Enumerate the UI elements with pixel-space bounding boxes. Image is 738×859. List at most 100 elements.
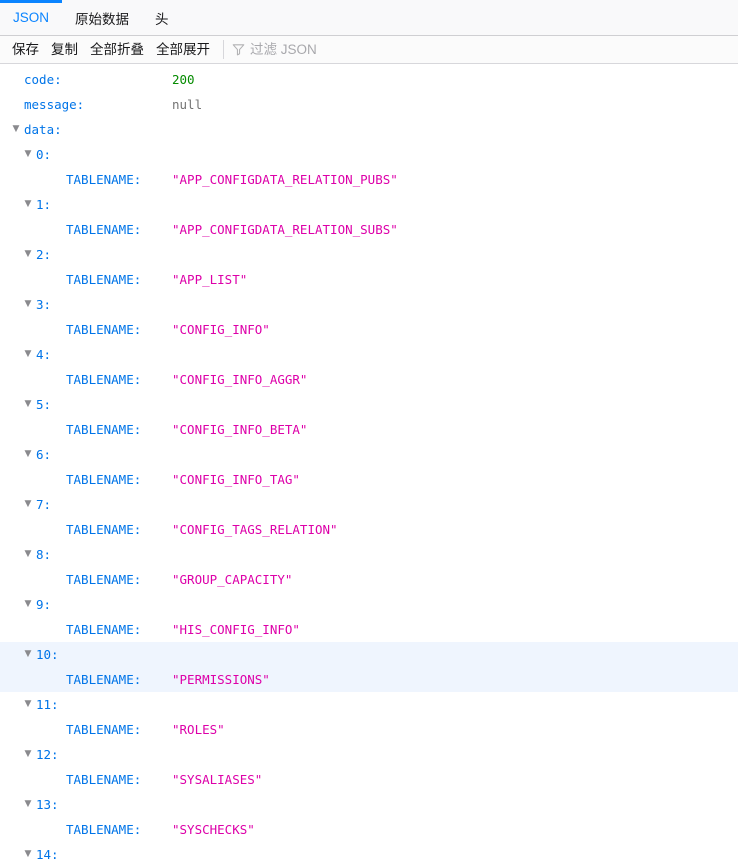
json-row-tablename-4[interactable]: TABLENAME: "CONFIG_INFO_AGGR" xyxy=(0,367,738,392)
json-row-tablename-7[interactable]: TABLENAME: "CONFIG_TAGS_RELATION" xyxy=(0,517,738,542)
json-row-tablename-0[interactable]: TABLENAME: "APP_CONFIGDATA_RELATION_PUBS… xyxy=(0,167,738,192)
json-key-tablename: TABLENAME: xyxy=(66,622,142,637)
chevron-down-icon[interactable]: ▼ xyxy=(24,499,32,509)
json-key-tablename: TABLENAME: xyxy=(66,422,142,437)
json-value-tablename: "APP_CONFIGDATA_RELATION_SUBS" xyxy=(172,222,398,237)
json-row-index-1[interactable]: ▼ 1: xyxy=(0,192,738,217)
json-row-tablename-1[interactable]: TABLENAME: "APP_CONFIGDATA_RELATION_SUBS… xyxy=(0,217,738,242)
json-key-tablename: TABLENAME: xyxy=(66,522,142,537)
json-row-index-9[interactable]: ▼ 9: xyxy=(0,592,738,617)
tab-raw-data-label: 原始数据 xyxy=(75,11,130,27)
chevron-down-icon[interactable]: ▼ xyxy=(24,249,32,259)
json-key-tablename: TABLENAME: xyxy=(66,772,142,787)
tab-json-label: JSON xyxy=(13,10,50,25)
expand-all-button[interactable]: 全部展开 xyxy=(150,40,216,60)
chevron-down-icon[interactable]: ▼ xyxy=(24,349,32,359)
json-key-array-index: 3: xyxy=(36,297,52,312)
chevron-down-icon[interactable]: ▼ xyxy=(12,124,20,134)
json-row-index-14[interactable]: ▼ 14: xyxy=(0,842,738,859)
chevron-down-icon[interactable]: ▼ xyxy=(24,299,32,309)
json-key-array-index: 4: xyxy=(36,347,52,362)
json-row-tablename-11[interactable]: TABLENAME: "ROLES" xyxy=(0,717,738,742)
json-row-index-12[interactable]: ▼ 12: xyxy=(0,742,738,767)
json-row-tablename-2[interactable]: TABLENAME: "APP_LIST" xyxy=(0,267,738,292)
chevron-down-icon[interactable]: ▼ xyxy=(24,799,32,809)
json-key-array-index: 0: xyxy=(36,147,52,162)
json-row-index-0[interactable]: ▼ 0: xyxy=(0,142,738,167)
json-key-array-index: 12: xyxy=(36,747,59,762)
save-button[interactable]: 保存 xyxy=(6,40,45,60)
chevron-down-icon[interactable]: ▼ xyxy=(24,449,32,459)
tab-raw-data[interactable]: 原始数据 xyxy=(62,0,142,35)
json-array-items: ▼ 0: TABLENAME: "APP_CONFIGDATA_RELATION… xyxy=(0,142,738,859)
tab-json[interactable]: JSON xyxy=(0,0,63,35)
filter-json-field[interactable] xyxy=(230,39,732,60)
json-value-tablename: "CONFIG_TAGS_RELATION" xyxy=(172,522,338,537)
json-value-tablename: "CONFIG_INFO_TAG" xyxy=(172,472,300,487)
collapse-all-button[interactable]: 全部折叠 xyxy=(84,40,150,60)
json-row-index-11[interactable]: ▼ 11: xyxy=(0,692,738,717)
json-row-tablename-8[interactable]: TABLENAME: "GROUP_CAPACITY" xyxy=(0,567,738,592)
chevron-down-icon[interactable]: ▼ xyxy=(24,399,32,409)
json-key-tablename: TABLENAME: xyxy=(66,372,142,387)
chevron-down-icon[interactable]: ▼ xyxy=(24,549,32,559)
json-value-tablename: "SYSCHECKS" xyxy=(172,822,255,837)
filter-json-input[interactable] xyxy=(250,39,732,60)
json-row-index-13[interactable]: ▼ 13: xyxy=(0,792,738,817)
json-row-index-6[interactable]: ▼ 6: xyxy=(0,442,738,467)
json-row-message[interactable]: message: null xyxy=(0,92,738,117)
json-value-tablename: "SYSALIASES" xyxy=(172,772,263,787)
json-row-index-2[interactable]: ▼ 2: xyxy=(0,242,738,267)
json-row-index-8[interactable]: ▼ 8: xyxy=(0,542,738,567)
json-key-message: message: xyxy=(24,97,85,112)
json-value-message: null xyxy=(172,97,203,112)
json-key-tablename: TABLENAME: xyxy=(66,172,142,187)
json-row-data[interactable]: ▼ data: xyxy=(0,117,738,142)
chevron-down-icon[interactable]: ▼ xyxy=(24,699,32,709)
json-row-tablename-12[interactable]: TABLENAME: "SYSALIASES" xyxy=(0,767,738,792)
json-value-tablename: "APP_LIST" xyxy=(172,272,248,287)
json-key-tablename: TABLENAME: xyxy=(66,472,142,487)
json-key-code: code: xyxy=(24,72,62,87)
json-row-tablename-13[interactable]: TABLENAME: "SYSCHECKS" xyxy=(0,817,738,842)
chevron-down-icon[interactable]: ▼ xyxy=(24,749,32,759)
json-row-tablename-3[interactable]: TABLENAME: "CONFIG_INFO" xyxy=(0,317,738,342)
filter-funnel-icon xyxy=(232,43,245,56)
copy-button[interactable]: 复制 xyxy=(45,40,84,60)
json-row-index-3[interactable]: ▼ 3: xyxy=(0,292,738,317)
chevron-down-icon[interactable]: ▼ xyxy=(24,599,32,609)
json-row-tablename-5[interactable]: TABLENAME: "CONFIG_INFO_BETA" xyxy=(0,417,738,442)
json-row-code[interactable]: code: 200 xyxy=(0,67,738,92)
json-key-tablename: TABLENAME: xyxy=(66,572,142,587)
json-row-index-7[interactable]: ▼ 7: xyxy=(0,492,738,517)
json-value-tablename: "APP_CONFIGDATA_RELATION_PUBS" xyxy=(172,172,398,187)
json-key-array-index: 13: xyxy=(36,797,59,812)
json-key-array-index: 9: xyxy=(36,597,52,612)
json-row-index-10[interactable]: ▼ 10: xyxy=(0,642,738,667)
json-value-code: 200 xyxy=(172,72,195,87)
json-viewer-panel[interactable]: code: 200 message: null ▼ data: ▼ 0: TAB… xyxy=(0,64,738,859)
json-key-array-index: 5: xyxy=(36,397,52,412)
json-key-data: data: xyxy=(24,122,62,137)
toolbar-divider xyxy=(223,40,224,59)
chevron-down-icon[interactable]: ▼ xyxy=(24,849,32,859)
json-key-array-index: 1: xyxy=(36,197,52,212)
json-value-tablename: "ROLES" xyxy=(172,722,225,737)
json-value-tablename: "GROUP_CAPACITY" xyxy=(172,572,293,587)
json-key-array-index: 2: xyxy=(36,247,52,262)
json-key-array-index: 6: xyxy=(36,447,52,462)
json-row-tablename-10[interactable]: TABLENAME: "PERMISSIONS" xyxy=(0,667,738,692)
tab-headers[interactable]: 头 xyxy=(142,0,182,35)
json-key-array-index: 14: xyxy=(36,847,59,859)
chevron-down-icon[interactable]: ▼ xyxy=(24,149,32,159)
json-row-tablename-9[interactable]: TABLENAME: "HIS_CONFIG_INFO" xyxy=(0,617,738,642)
json-row-tablename-6[interactable]: TABLENAME: "CONFIG_INFO_TAG" xyxy=(0,467,738,492)
json-row-index-5[interactable]: ▼ 5: xyxy=(0,392,738,417)
chevron-down-icon[interactable]: ▼ xyxy=(24,199,32,209)
json-key-tablename: TABLENAME: xyxy=(66,822,142,837)
json-row-index-4[interactable]: ▼ 4: xyxy=(0,342,738,367)
json-key-tablename: TABLENAME: xyxy=(66,672,142,687)
json-value-tablename: "CONFIG_INFO_BETA" xyxy=(172,422,308,437)
json-key-tablename: TABLENAME: xyxy=(66,322,142,337)
chevron-down-icon[interactable]: ▼ xyxy=(24,649,32,659)
